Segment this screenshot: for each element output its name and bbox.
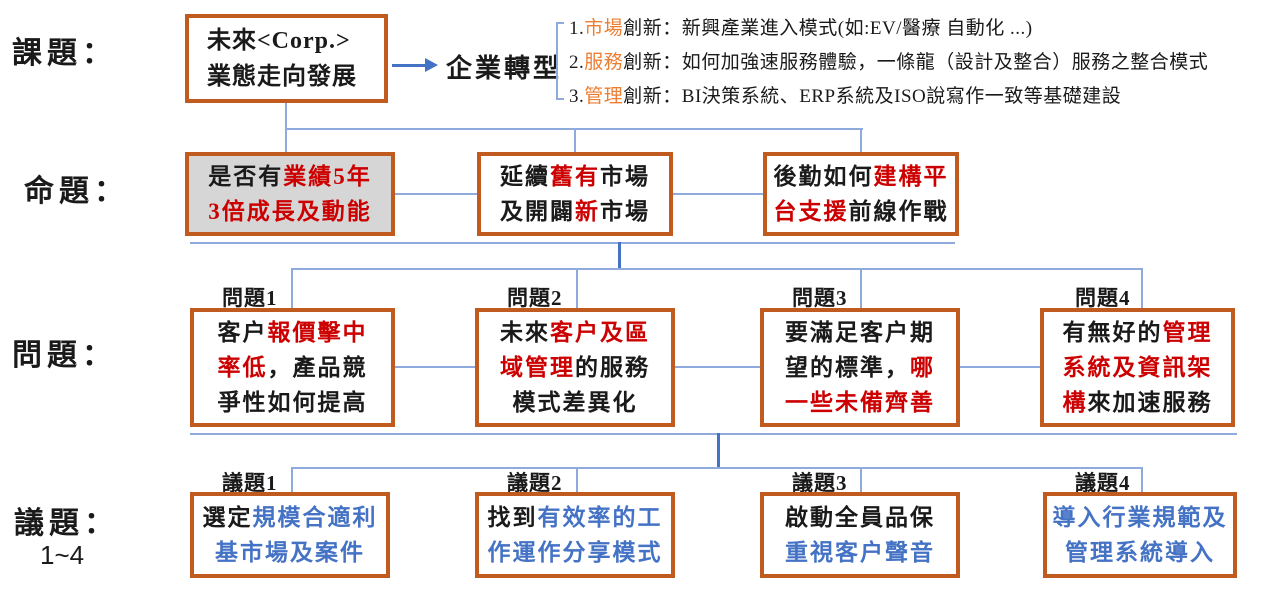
row-label-kadai: 課題： bbox=[12, 37, 117, 70]
topic-line-2: 業態走向發展 bbox=[207, 63, 357, 90]
connector-drop bbox=[1141, 467, 1143, 492]
innovation-item-service: 2.服務創新：如何加強速服務體驗，一條龍（設計及整合）服務之整合模式 bbox=[569, 52, 1209, 73]
connector-stem bbox=[618, 242, 621, 269]
issue-label-4: 議題4 bbox=[1075, 471, 1131, 495]
issue-box-2: 找到有效率的工作運作分享模式 bbox=[475, 492, 675, 578]
proposition-box-2: 延續舊有市場及開闢新市場 bbox=[477, 152, 673, 236]
connector-drop bbox=[860, 467, 862, 492]
row-label-meidai: 命題： bbox=[24, 175, 129, 208]
arrow-head-icon bbox=[425, 58, 438, 72]
row-label-gidai-range: 1~4 bbox=[40, 540, 85, 570]
connector-bus bbox=[291, 467, 1143, 469]
connector-drop bbox=[291, 268, 293, 308]
connector-drop bbox=[576, 268, 578, 308]
connector-link bbox=[960, 366, 1040, 368]
innovation-item-management: 3.管理創新：BI決策系統、ERP系統及ISO說寫作一致等基礎建設 bbox=[569, 86, 1122, 107]
connector-drop bbox=[860, 128, 862, 153]
issue-box-4: 導入行業規範及管理系統導入 bbox=[1043, 492, 1237, 578]
connector-link bbox=[395, 366, 475, 368]
problem-label-1: 問題1 bbox=[222, 286, 278, 310]
connector-link bbox=[675, 366, 760, 368]
connector-drop bbox=[291, 467, 293, 492]
arrow-line bbox=[392, 64, 426, 67]
connector-drop bbox=[1141, 268, 1143, 308]
connector-bus bbox=[190, 433, 1237, 435]
issue-box-3: 啟動全員品保重視客户聲音 bbox=[760, 492, 960, 578]
connector-link bbox=[395, 193, 477, 195]
connector-drop bbox=[574, 128, 576, 153]
row-label-mondai: 問題： bbox=[12, 339, 117, 372]
problem-label-4: 問題4 bbox=[1075, 286, 1131, 310]
topic-line-1: 未來<Corp.> bbox=[207, 27, 351, 54]
row-label-gidai: 議題： bbox=[14, 507, 119, 540]
problem-label-3: 問題3 bbox=[792, 286, 848, 310]
connector-bus bbox=[190, 242, 955, 244]
innovation-item-market: 1.市場創新：新興產業進入模式(如:EV/醫療 自動化 ...) bbox=[569, 18, 1033, 39]
connector-link bbox=[673, 193, 763, 195]
issue-label-2: 議題2 bbox=[507, 471, 563, 495]
proposition-box-3: 後勤如何建構平台支援前線作戰 bbox=[763, 152, 959, 236]
connector-drop bbox=[576, 467, 578, 492]
issue-box-1: 選定規模合適利基市場及案件 bbox=[190, 492, 390, 578]
problem-box-3: 要滿足客户期望的標準，哪一些未備齊善 bbox=[760, 308, 960, 427]
problem-box-2: 未來客户及區域管理的服務模式差異化 bbox=[475, 308, 675, 427]
issue-label-3: 議題3 bbox=[792, 471, 848, 495]
bracket-tick-top bbox=[556, 22, 564, 24]
problem-box-1: 客户報價擊中率低，產品競爭性如何提高 bbox=[190, 308, 395, 427]
topic-box: 未來<Corp.> 業態走向發展 bbox=[185, 14, 388, 103]
problem-box-4: 有無好的管理系統及資訊架構來加速服務 bbox=[1040, 308, 1235, 427]
problem-label-2: 問題2 bbox=[507, 286, 563, 310]
issue-label-1: 議題1 bbox=[222, 471, 278, 495]
connector-drop bbox=[860, 268, 862, 308]
connector-bus bbox=[291, 268, 1143, 270]
transform-label: 企業轉型 bbox=[446, 54, 563, 83]
bracket-tick-bottom bbox=[556, 98, 564, 100]
bracket-line bbox=[556, 22, 558, 100]
connector-stem bbox=[717, 433, 720, 469]
